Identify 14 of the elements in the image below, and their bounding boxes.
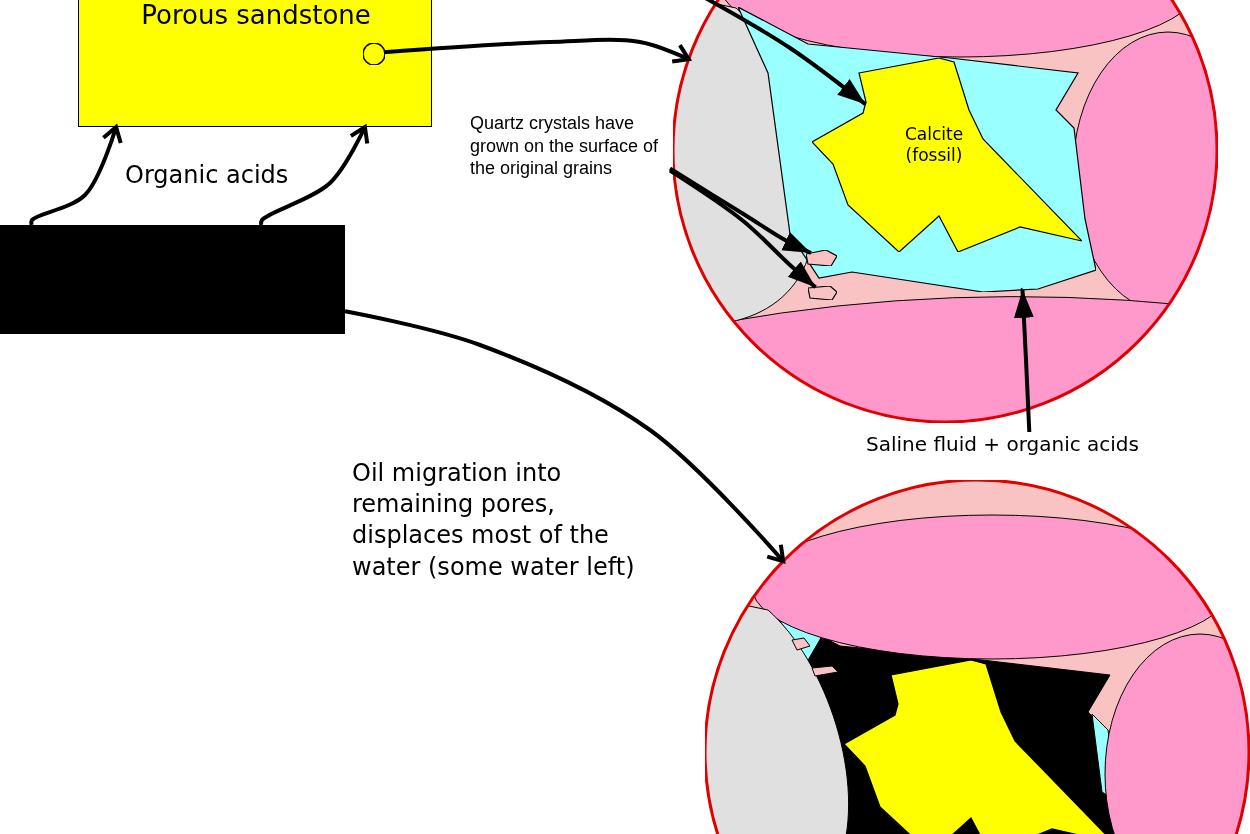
arrow — [259, 125, 370, 225]
leader-arrow — [668, 168, 817, 289]
source-rock-block — [0, 225, 345, 334]
arrow — [29, 125, 123, 226]
arrow — [383, 37, 691, 64]
node-label: Calcite (fossil) — [903, 124, 965, 167]
sandstone-box — [78, 0, 432, 127]
annotation-text: Organic acids — [125, 160, 290, 191]
annotation-text: Quartz crystals have grown on the surface of the original grains — [470, 112, 660, 180]
leader-arrow — [668, 166, 812, 255]
annotation-text: Oil migration into remaining pores, displaces most of the water (some water left) — [352, 458, 636, 583]
annotation-text: Saline fluid + organic acids — [866, 432, 1140, 457]
arrow — [344, 309, 786, 564]
node-label: Porous sandstone — [140, 0, 372, 32]
